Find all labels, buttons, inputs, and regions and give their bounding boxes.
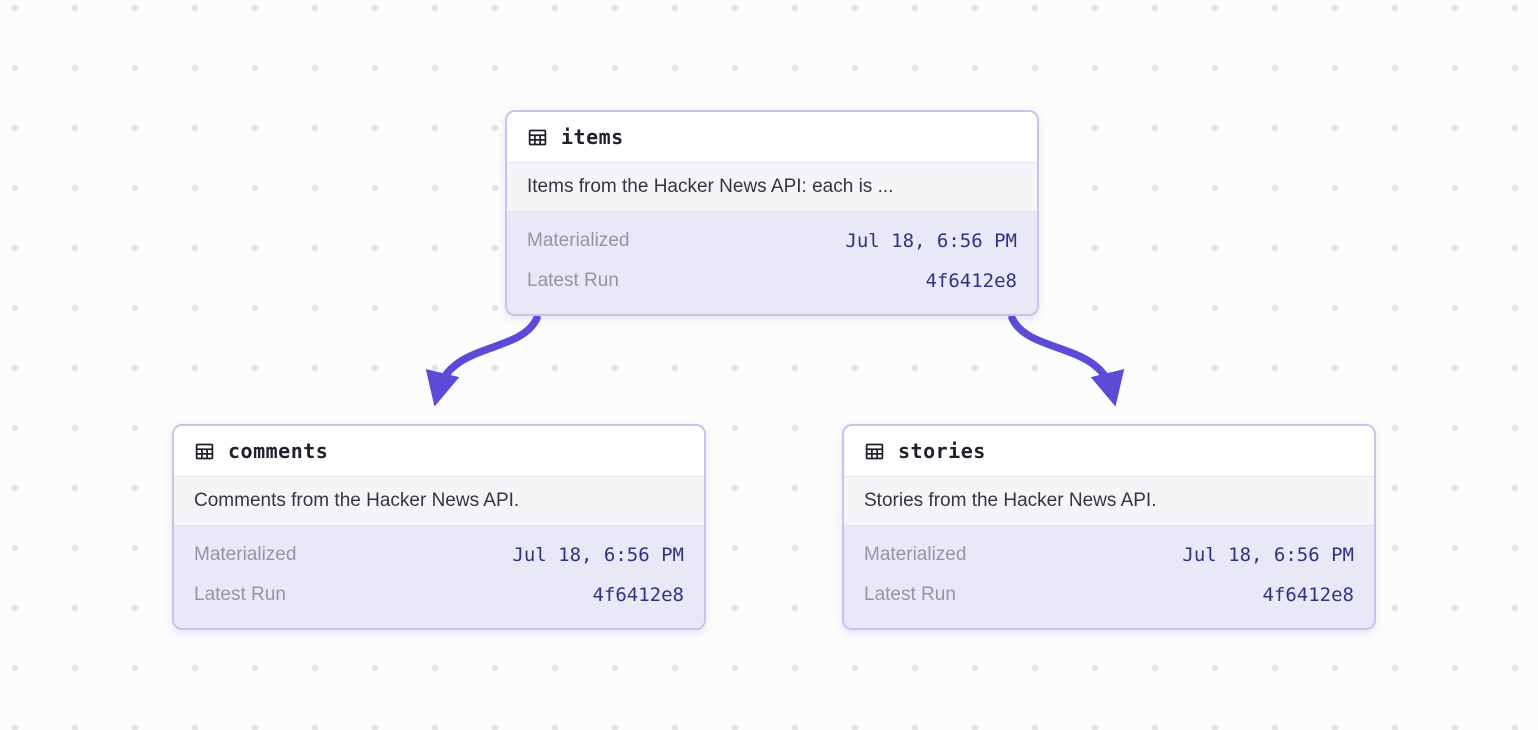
edge-items-to-stories <box>1008 314 1125 407</box>
materialized-timestamp: Jul 18, 6:56 PM <box>845 230 1017 252</box>
materialized-timestamp: Jul 18, 6:56 PM <box>512 544 684 566</box>
table-icon <box>528 129 547 145</box>
latest-run-id[interactable]: 4f6412e8 <box>592 584 684 606</box>
edge-items-to-comments <box>425 314 541 407</box>
latest-run-label: Latest Run <box>527 270 619 291</box>
asset-description: Items from the Hacker News API: each is … <box>507 163 1037 212</box>
materialized-label: Materialized <box>194 544 297 565</box>
asset-name: stories <box>898 439 986 463</box>
latest-run-label: Latest Run <box>864 584 956 605</box>
asset-node-header[interactable]: comments <box>174 426 704 477</box>
asset-stats: Materialized Jul 18, 6:56 PM Latest Run … <box>844 526 1374 628</box>
asset-name: comments <box>228 439 329 463</box>
asset-node-items[interactable]: items Items from the Hacker News API: ea… <box>505 110 1039 316</box>
latest-run-row: Latest Run 4f6412e8 <box>194 575 684 615</box>
materialized-row: Materialized Jul 18, 6:56 PM <box>194 535 684 575</box>
latest-run-row: Latest Run 4f6412e8 <box>864 575 1354 615</box>
asset-stats: Materialized Jul 18, 6:56 PM Latest Run … <box>174 526 704 628</box>
materialized-label: Materialized <box>527 230 630 251</box>
materialized-row: Materialized Jul 18, 6:56 PM <box>527 221 1017 261</box>
asset-node-stories[interactable]: stories Stories from the Hacker News API… <box>842 424 1376 630</box>
asset-description: Stories from the Hacker News API. <box>844 477 1374 526</box>
asset-name: items <box>561 125 624 149</box>
latest-run-id[interactable]: 4f6412e8 <box>1262 584 1354 606</box>
asset-node-header[interactable]: items <box>507 112 1037 163</box>
latest-run-row: Latest Run 4f6412e8 <box>527 261 1017 301</box>
table-icon <box>195 443 214 459</box>
materialized-row: Materialized Jul 18, 6:56 PM <box>864 535 1354 575</box>
asset-stats: Materialized Jul 18, 6:56 PM Latest Run … <box>507 212 1037 314</box>
table-icon <box>865 443 884 459</box>
asset-node-comments[interactable]: comments Comments from the Hacker News A… <box>172 424 706 630</box>
asset-description: Comments from the Hacker News API. <box>174 477 704 526</box>
latest-run-id[interactable]: 4f6412e8 <box>925 270 1017 292</box>
materialized-label: Materialized <box>864 544 967 565</box>
asset-node-header[interactable]: stories <box>844 426 1374 477</box>
latest-run-label: Latest Run <box>194 584 286 605</box>
materialized-timestamp: Jul 18, 6:56 PM <box>1182 544 1354 566</box>
